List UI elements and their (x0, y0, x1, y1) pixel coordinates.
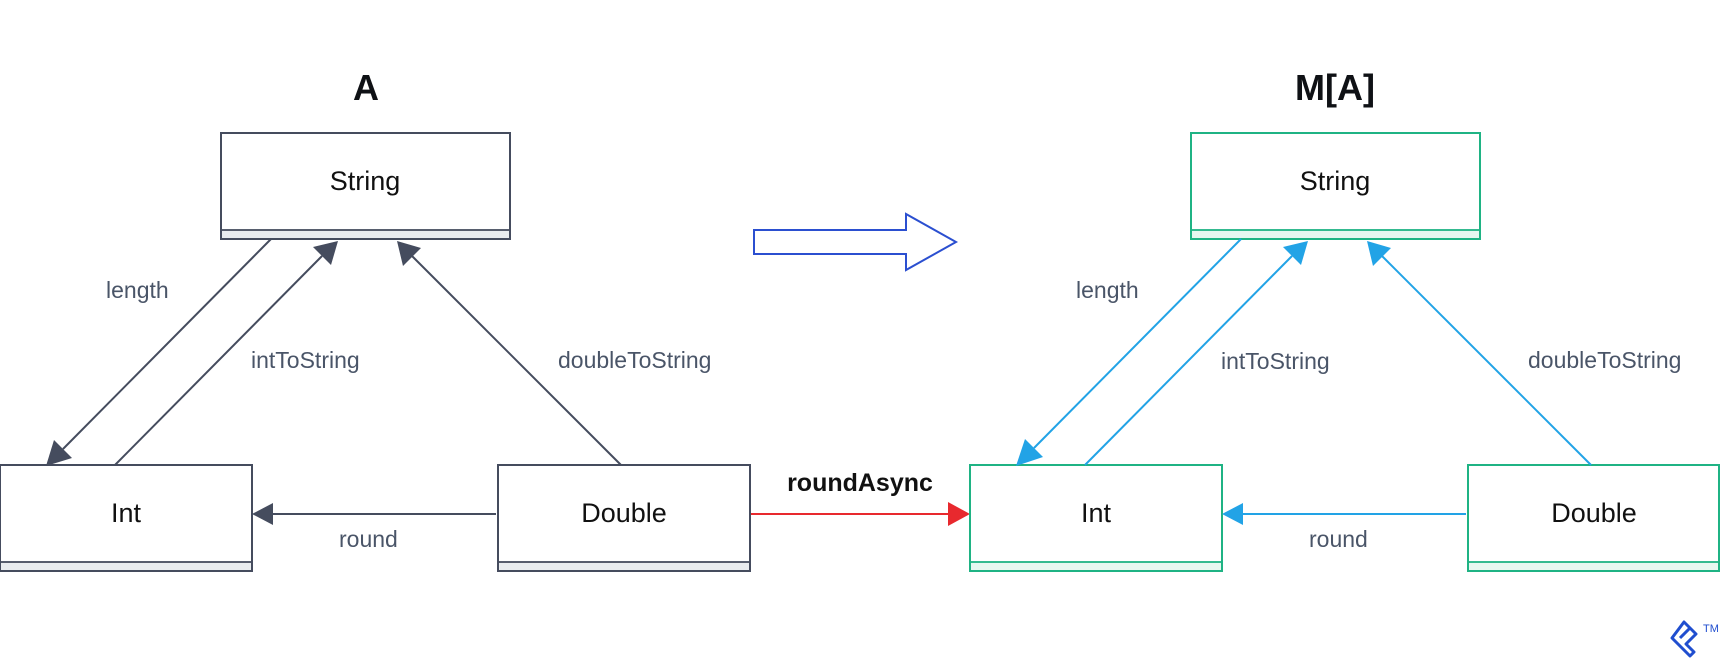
right-node-string: String (1190, 132, 1481, 240)
right-node-int-label: Int (1081, 498, 1112, 528)
bridge-label-roundAsync: roundAsync (787, 469, 933, 497)
right-node-int: Int (969, 464, 1223, 572)
left-edge-length (46, 238, 272, 466)
left-label-length: length (106, 277, 169, 303)
right-label-doubleToString: doubleToString (1528, 347, 1681, 373)
right-node-string-label: String (1300, 166, 1371, 196)
left-label-intToString: intToString (251, 347, 360, 373)
right-label-length: length (1076, 277, 1139, 303)
left-edge-doubleToString (397, 241, 622, 466)
left-label-round: round (339, 526, 398, 552)
left-node-int: Int (0, 464, 253, 572)
toptal-logo-icon (1670, 620, 1698, 658)
left-edge-round (252, 503, 496, 525)
right-node-double-label: Double (1551, 498, 1637, 528)
right-edge-round (1222, 503, 1466, 525)
left-node-string: String (220, 132, 511, 240)
logo-tm: TM (1703, 623, 1719, 635)
right-node-double: Double (1467, 464, 1720, 572)
right-edge-doubleToString (1367, 241, 1592, 466)
right-edge-intToString (1084, 241, 1308, 466)
right-title: M[A] (1295, 67, 1375, 108)
left-node-double-label: Double (581, 498, 667, 528)
left-label-doubleToString: doubleToString (558, 347, 711, 373)
transform-arrow-icon (753, 212, 959, 272)
right-edge-length (1016, 238, 1242, 466)
left-edge-intToString (114, 241, 338, 466)
left-title: A (353, 67, 379, 108)
bridge-arrow-roundAsync (751, 502, 970, 526)
left-node-string-label: String (330, 166, 401, 196)
right-label-intToString: intToString (1221, 348, 1330, 374)
right-label-round: round (1309, 526, 1368, 552)
left-node-double: Double (497, 464, 751, 572)
left-node-int-label: Int (111, 498, 142, 528)
